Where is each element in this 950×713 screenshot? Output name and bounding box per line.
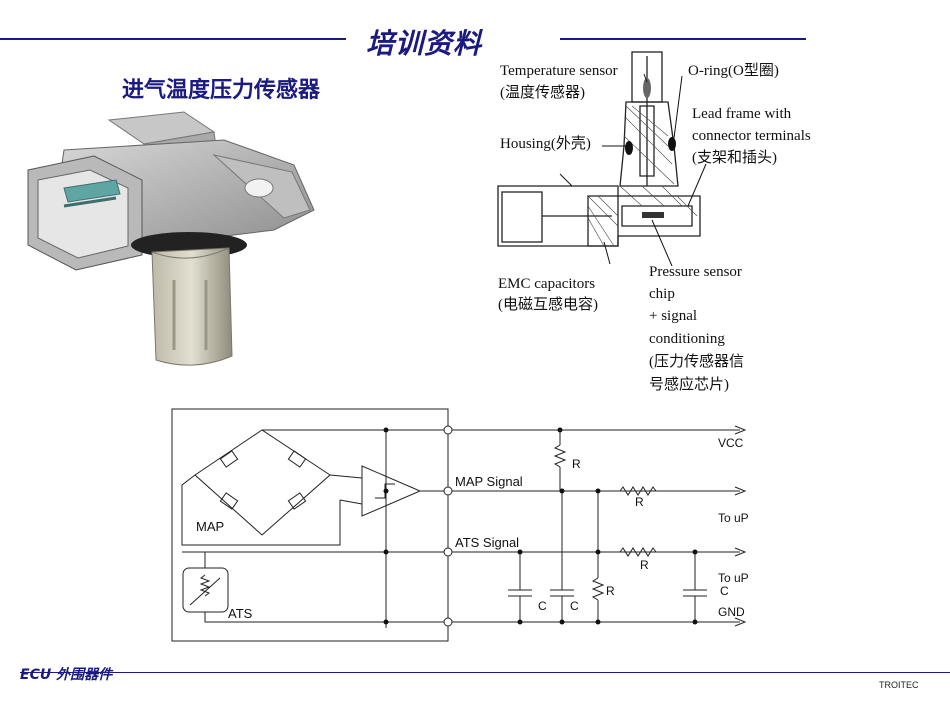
- footer-rule: [20, 672, 950, 673]
- label-r-gnd: R: [606, 584, 615, 598]
- label-r-map: R: [635, 495, 644, 509]
- slide-subtitle: 进气温度压力传感器: [122, 78, 321, 103]
- label-gnd: GND: [718, 605, 745, 619]
- label-temp-sensor-cn: (温度传感器): [500, 85, 585, 101]
- label-ats: ATS: [228, 606, 253, 621]
- label-pressure-1: Pressure sensor: [649, 264, 742, 280]
- label-to-up-ats: To uP: [718, 571, 749, 585]
- label-pressure-3: + signal: [649, 308, 698, 324]
- sensor-photo: [27, 111, 315, 366]
- cross-section-diagram: [497, 51, 707, 267]
- label-temp-sensor: Temperature sensor: [500, 63, 618, 79]
- label-oring: O-ring(O型圈): [688, 63, 779, 79]
- header-rule-left: [0, 38, 346, 40]
- label-map-signal: MAP Signal: [455, 474, 523, 489]
- label-pressure-2: chip: [649, 286, 675, 302]
- header-rule-right: [560, 38, 806, 40]
- label-r-ats: R: [640, 558, 649, 572]
- footer-right: TROITEC: [879, 680, 919, 690]
- label-pressure-5: (压力传感器信: [649, 354, 744, 370]
- label-c2: C: [570, 599, 579, 613]
- label-vcc: VCC: [718, 436, 744, 450]
- label-housing: Housing(外壳): [500, 136, 591, 152]
- label-pressure-6: 号感应芯片): [649, 377, 729, 393]
- label-emc: EMC capacitors: [498, 276, 596, 292]
- label-emc-cn: (电磁互感电容): [498, 297, 598, 313]
- label-lead-frame-2: connector terminals: [692, 128, 811, 144]
- footer-left: ECU 外围器件: [20, 667, 113, 683]
- label-ats-signal: ATS Signal: [455, 535, 519, 550]
- label-c3: C: [720, 584, 729, 598]
- label-lead-frame-1: Lead frame with: [692, 106, 792, 122]
- label-pressure-4: conditioning: [649, 331, 725, 347]
- label-r-pullup: R: [572, 457, 581, 471]
- label-to-up-map: To uP: [718, 511, 749, 525]
- label-lead-frame-3: (支架和插头): [692, 150, 777, 166]
- label-c1: C: [538, 599, 547, 613]
- label-map: MAP: [196, 519, 224, 534]
- header-title: 培训资料: [366, 27, 483, 60]
